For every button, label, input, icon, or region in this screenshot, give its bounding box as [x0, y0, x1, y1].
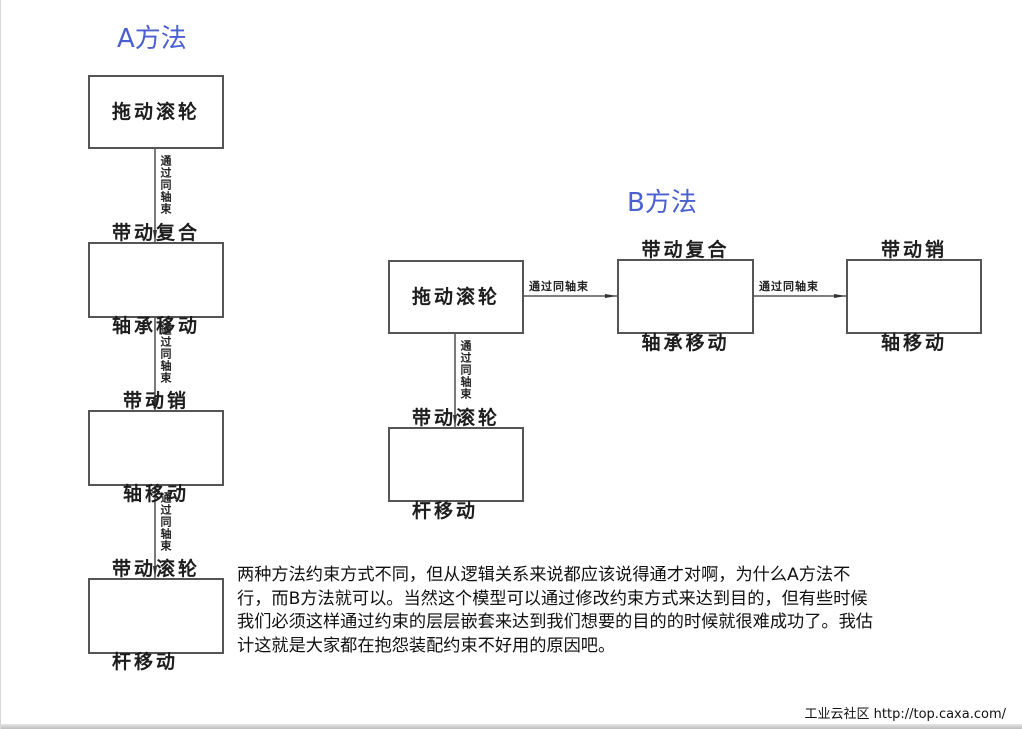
node-label: 带动销 轴移动	[881, 173, 947, 421]
method-a-edge-label-2: 通过同轴束	[159, 324, 172, 384]
node-label: 拖动滚轮	[112, 35, 200, 190]
node-label-line: 带动滚轮	[111, 558, 200, 580]
method-b-node-3: 带动销 轴移动	[846, 239, 982, 354]
node-label-line: 带动滚轮	[411, 406, 500, 429]
method-a-node-1: 拖动滚轮	[88, 75, 224, 149]
description-line: 计这就是大家都在抱怨装配约束不好用的原因吧。	[237, 635, 616, 656]
method-a-node-3: 带动销 轴移动	[88, 390, 224, 505]
method-b-edge-label-2: 通过同轴束	[759, 280, 819, 293]
description-line: 两种方法约束方式不同，但从逻辑关系来说都应该说得通才对啊，为什么A方法不	[237, 565, 851, 585]
method-b-node-4: 带动滚轮 杆移动	[388, 407, 524, 522]
node-label-line: 带动销	[122, 390, 189, 412]
method-b-node-1: 拖动滚轮	[388, 260, 524, 334]
description-paragraph: 两种方法约束方式不同，但从逻辑关系来说都应该说得通才对啊，为什么A方法不 行，而…	[237, 564, 1017, 658]
method-a-title: A方法	[117, 24, 187, 54]
node-label-line: 杆移动	[111, 651, 178, 673]
description-line: 我们必须这样通过约束的层层嵌套来达到我们想要的目的的时候就很难成功了。我估	[237, 612, 873, 632]
node-label-line: 带动复合	[641, 238, 730, 261]
node-label-line: 轴移动	[122, 483, 189, 505]
method-a-node-4: 带动滚轮 杆移动	[88, 558, 224, 673]
footer-watermark: 工业云社区 http://top.caxa.com/	[804, 707, 1006, 722]
bottom-border	[1, 724, 1022, 729]
node-label-line: 带动复合	[111, 222, 200, 244]
node-label-line: 带动销	[880, 238, 947, 261]
node-label-line: 轴承移动	[641, 331, 730, 354]
description-line: 行，而B方法就可以。当然这个模型可以通过修改约束方式来达到目的，但有些时候	[237, 588, 868, 609]
node-label: 带动滚轮 杆移动	[112, 492, 200, 729]
node-label: 带动滚轮 杆移动	[412, 341, 500, 589]
node-label: 拖动滚轮	[412, 220, 500, 375]
method-a-node-2: 带动复合 轴承移动	[88, 222, 224, 337]
method-b-edge-label-1: 通过同轴束	[529, 280, 589, 293]
method-a-edge-label-3: 通过同轴束	[159, 492, 172, 552]
method-b-edge-label-3: 通过同轴束	[459, 340, 472, 400]
node-label-line: 轴承移动	[111, 315, 200, 337]
method-b-node-2: 带动复合 轴承移动	[617, 239, 754, 354]
node-label-line: 拖动滚轮	[411, 285, 500, 308]
node-label: 带动复合 轴承移动	[641, 173, 729, 421]
node-label-line: 拖动滚轮	[111, 100, 200, 123]
method-b-title: B方法	[627, 188, 697, 218]
node-label: 带动销 轴移动	[123, 324, 189, 572]
node-label-line: 杆移动	[411, 499, 478, 522]
node-label-line: 轴移动	[880, 331, 947, 354]
node-label: 带动复合 轴承移动	[112, 156, 200, 404]
method-a-edge-label-1: 通过同轴束	[159, 155, 172, 215]
